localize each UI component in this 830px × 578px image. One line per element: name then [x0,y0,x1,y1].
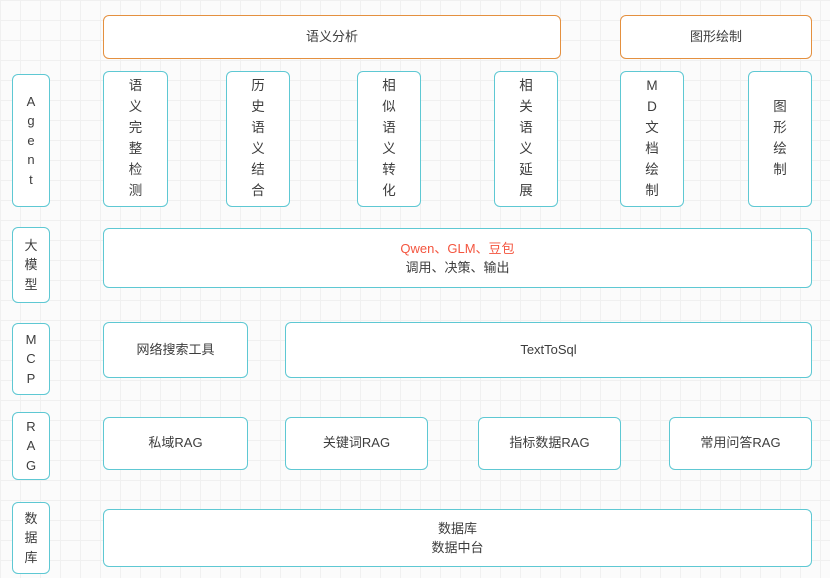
rail-database-char-2: 库 [24,549,38,565]
mcp-card-text-to-sql[interactable]: TextToSql [285,322,812,378]
database-card[interactable]: 数据库 数据中台 [103,509,812,567]
rail-rag[interactable]: R A G [12,412,50,480]
rag-card-private-domain-label: 私域RAG [148,435,203,451]
database-card-line-2: 数据中台 [431,540,484,555]
rail-large-model-label: 大 模 型 [24,236,37,295]
header-graph-drawing-label: 图形绘制 [689,28,742,44]
database-card-line-1: 数据库 [437,520,477,536]
llm-card-functions: 调用、决策、输出 [405,260,510,275]
agent-card-0-char-1: 义 [128,99,143,115]
agent-card-historical-semantic-combination[interactable]: 历 史 语 义 结 合 [226,71,290,207]
agent-card-1-char-4: 结 [251,161,265,177]
agent-card-3-char-0: 相 [519,78,533,94]
rail-database-label: 数 据 库 [24,509,37,568]
rail-rag-label: R A G [26,417,36,476]
agent-card-1-char-3: 义 [251,141,265,156]
agent-card-0-char-3: 整 [128,141,143,156]
agent-card-3-char-4: 延 [519,161,533,177]
rail-agent-label: A g e n t [27,92,36,190]
agent-card-similar-semantic-conversion[interactable]: 相 似 语 义 转 化 [357,71,421,207]
rail-rag-char-0: R [26,418,36,434]
rail-database-char-0: 数 [24,510,38,526]
agent-card-5-char-0: 图 [773,99,787,115]
agent-card-md-document-drawing[interactable]: M D 文 档 绘 制 [620,71,684,207]
header-semantic-analysis[interactable]: 语义分析 [103,15,561,59]
agent-card-graph-drawing[interactable]: 图 形 绘 制 [748,71,812,207]
rail-rag-char-1: A [26,438,36,454]
rag-card-metric-data[interactable]: 指标数据RAG [478,417,621,470]
agent-card-md-document-drawing-label: M D 文 档 绘 制 [645,76,659,202]
rail-large-model-char-0: 大 [24,237,38,253]
rag-card-metric-data-label: 指标数据RAG [509,435,590,451]
agent-card-2-char-2: 语 [382,120,396,136]
agent-card-0-char-5: 测 [128,182,143,198]
agent-card-semantic-integrity-check[interactable]: 语 义 完 整 检 测 [103,71,168,207]
agent-card-5-char-2: 绘 [773,141,787,156]
mcp-card-web-search-tool[interactable]: 网络搜索工具 [103,322,248,378]
agent-card-0-char-4: 检 [128,161,143,177]
agent-card-graph-drawing-label: 图 形 绘 制 [773,97,787,181]
header-graph-drawing[interactable]: 图形绘制 [620,15,812,59]
agent-card-1-char-2: 语 [251,120,265,136]
agent-card-3-char-1: 关 [519,99,533,115]
rail-agent-char-1: g [27,113,35,129]
rag-card-private-domain[interactable]: 私域RAG [103,417,248,470]
rail-mcp-char-0: M [25,331,37,347]
llm-card[interactable]: Qwen、GLM、豆包 调用、决策、输出 [103,228,812,288]
agent-card-2-char-0: 相 [382,78,396,94]
agent-card-3-char-3: 义 [519,141,533,156]
agent-card-related-semantic-extension-label: 相 关 语 义 延 展 [519,76,533,202]
agent-card-3-char-2: 语 [519,120,533,136]
rail-large-model-char-1: 模 [24,257,38,273]
agent-card-0-char-0: 语 [128,78,143,94]
rail-mcp-char-2: P [26,370,36,386]
agent-card-semantic-integrity-check-label: 语 义 完 整 检 测 [129,76,143,202]
rail-database-char-1: 据 [24,530,38,546]
rail-large-model-char-2: 型 [24,276,38,292]
agent-card-5-char-1: 形 [773,120,787,136]
rail-rag-char-2: G [25,457,37,473]
rag-card-keyword-label: 关键词RAG [322,435,391,451]
agent-card-2-char-3: 义 [382,141,396,156]
rail-database[interactable]: 数 据 库 [12,502,50,574]
rag-card-faq[interactable]: 常用问答RAG [669,417,812,470]
agent-card-4-char-3: 档 [645,141,659,156]
rail-mcp[interactable]: M C P [12,323,50,395]
rail-large-model[interactable]: 大 模 型 [12,227,50,303]
agent-card-5-char-3: 制 [773,161,787,177]
agent-card-1-char-1: 史 [251,99,265,115]
llm-card-models: Qwen、GLM、豆包 [400,240,515,256]
agent-card-3-char-5: 展 [519,182,533,198]
rail-agent-char-3: n [27,152,35,168]
agent-card-4-char-0: M [646,78,658,94]
rail-agent-char-0: A [26,93,36,109]
agent-card-2-char-5: 化 [382,182,396,198]
rag-card-keyword[interactable]: 关键词RAG [285,417,428,470]
rail-mcp-label: M C P [26,330,37,389]
agent-card-related-semantic-extension[interactable]: 相 关 语 义 延 展 [494,71,558,207]
agent-card-2-char-1: 似 [382,99,396,115]
rail-mcp-char-1: C [26,351,36,367]
mcp-card-text-to-sql-label: TextToSql [520,341,577,357]
agent-card-4-char-2: 文 [645,120,659,136]
agent-card-similar-semantic-conversion-label: 相 似 语 义 转 化 [382,76,396,202]
mcp-card-web-search-tool-label: 网络搜索工具 [136,341,215,357]
rail-agent-char-4: t [29,171,33,187]
agent-card-historical-semantic-combination-label: 历 史 语 义 结 合 [251,76,265,202]
header-semantic-analysis-label: 语义分析 [305,28,358,44]
agent-card-2-char-4: 转 [382,161,396,177]
agent-card-4-char-5: 制 [645,182,659,198]
rag-card-faq-label: 常用问答RAG [700,435,781,451]
agent-card-4-char-4: 绘 [645,161,659,177]
agent-card-4-char-1: D [647,99,657,115]
agent-card-1-char-5: 合 [251,182,265,198]
agent-card-0-char-2: 完 [128,120,143,136]
rail-agent[interactable]: A g e n t [12,74,50,207]
agent-card-1-char-0: 历 [251,78,265,94]
rail-agent-char-2: e [27,132,35,148]
